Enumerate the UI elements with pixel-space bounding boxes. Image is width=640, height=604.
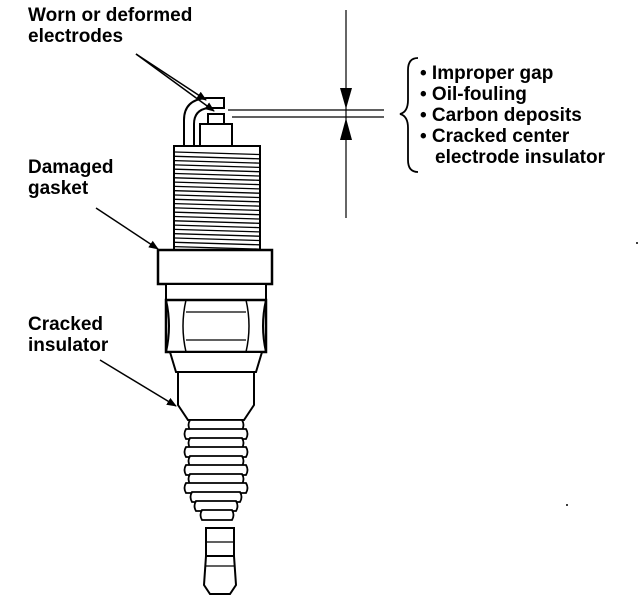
- thread-line: [174, 168, 260, 173]
- label-line: Damaged: [28, 157, 114, 178]
- cause-item: • Carbon deposits: [420, 105, 582, 126]
- insulator-rib: [193, 500, 239, 512]
- insulator-arrow: [99, 359, 177, 407]
- terminal-nut: [202, 555, 238, 595]
- thread-line: [174, 198, 260, 203]
- thread-line: [174, 177, 260, 181]
- thread-line: [174, 202, 260, 207]
- gap-arrow-down: [340, 88, 352, 109]
- threads: [174, 151, 260, 250]
- label-line: Cracked: [28, 314, 103, 335]
- label-line: Worn or deformed: [28, 5, 193, 26]
- thread-line: [174, 220, 260, 224]
- thread-line: [174, 207, 260, 212]
- center-electrode-base: [199, 123, 233, 147]
- electrodes-arrow-2: [135, 53, 215, 112]
- insulator-ribs: [183, 419, 249, 521]
- thread-line: [174, 241, 260, 246]
- insulator-rib: [199, 509, 235, 521]
- insulator-rib: [183, 428, 249, 440]
- thread-line: [174, 159, 260, 164]
- label-damaged-gasket: Damaged gasket: [28, 157, 114, 199]
- causes-brace: [399, 57, 419, 173]
- label-line: insulator: [28, 335, 109, 356]
- thread-line: [174, 172, 260, 177]
- label-cracked-insulator: Cracked insulator: [28, 314, 108, 356]
- thread-line: [174, 211, 260, 216]
- gap-causes-list: • Improper gap • Oil-fouling • Carbon de…: [420, 63, 605, 168]
- thread-line: [174, 155, 260, 160]
- ground-electrode: [183, 97, 225, 147]
- thread-line: [174, 228, 260, 233]
- gap-arrow-up: [340, 118, 352, 140]
- insulator-rib: [183, 482, 249, 494]
- insulator-rib: [183, 446, 249, 458]
- thread-line: [174, 237, 260, 242]
- thread-line: [174, 215, 260, 220]
- shell-neck: [165, 283, 267, 301]
- insulator-rib: [189, 491, 243, 503]
- shell-crimp: [168, 351, 264, 373]
- thread-line: [174, 185, 260, 190]
- thread-line: [174, 151, 260, 156]
- cause-item: • Oil-fouling: [420, 84, 527, 105]
- gasket: [156, 248, 274, 286]
- gasket-arrow: [95, 207, 159, 250]
- center-electrode: [207, 113, 225, 125]
- thread-line: [174, 194, 260, 199]
- thread-line: [174, 245, 260, 250]
- label-line: gasket: [28, 178, 89, 199]
- insulator-rib: [183, 464, 249, 476]
- label-worn-electrodes: Worn or deformed electrodes: [28, 5, 192, 47]
- label-line: electrodes: [28, 26, 124, 47]
- thread-line: [174, 190, 260, 194]
- thread-line: [174, 233, 260, 237]
- thread-line: [174, 181, 260, 186]
- cause-item-continuation: electrode insulator: [435, 147, 605, 168]
- cause-item: • Cracked center: [420, 126, 570, 147]
- thread-line: [174, 164, 260, 169]
- hex-nut: [164, 298, 268, 354]
- insulator: [177, 371, 255, 421]
- cause-item: • Improper gap: [420, 63, 554, 84]
- thread-line: [174, 224, 260, 229]
